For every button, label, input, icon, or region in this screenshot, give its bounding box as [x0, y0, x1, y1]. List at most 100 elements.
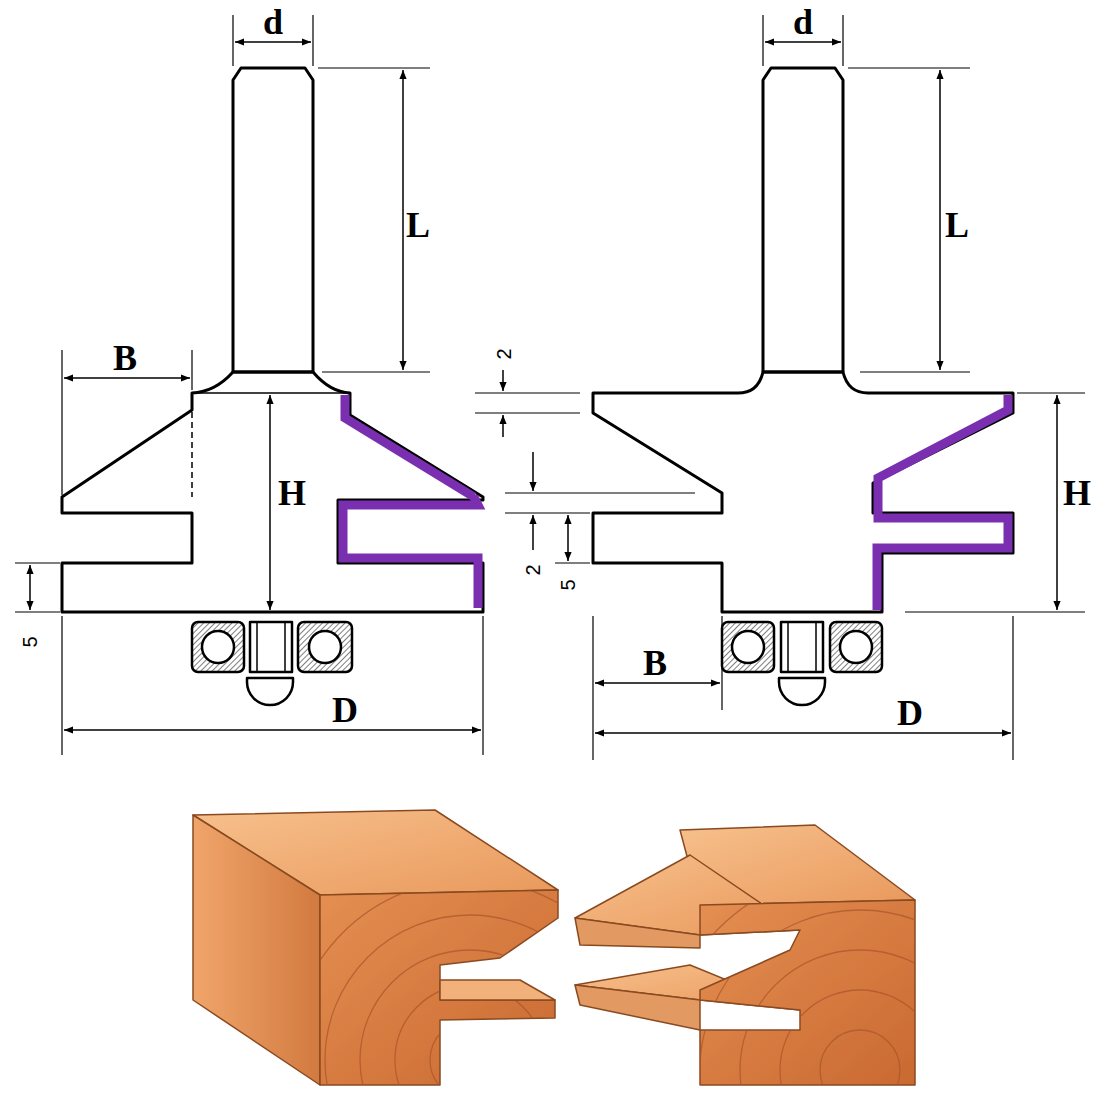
drawing-stroke	[532, 452, 534, 491]
drawing-stroke	[815, 622, 817, 672]
drawing-stroke	[505, 492, 695, 493]
drawing-stroke	[595, 732, 1011, 734]
dimension-symbol: B	[113, 340, 137, 376]
drawing-stroke	[848, 67, 970, 68]
shank	[763, 68, 843, 372]
drawing-stroke	[298, 622, 352, 672]
drawing-stroke	[192, 622, 244, 672]
drawing-stroke	[660, 870, 1060, 1098]
drawing-stroke	[781, 622, 823, 672]
drawing-stroke	[202, 631, 234, 663]
drawing-stroke	[732, 631, 764, 663]
left-wood-piece	[193, 810, 650, 1098]
drawing-stroke	[939, 70, 941, 370]
drawing-stroke	[721, 616, 722, 710]
dimension-symbol: d	[793, 4, 813, 40]
drawing-stroke	[440, 980, 555, 1000]
drawing-stroke	[763, 371, 843, 374]
drawing-stroke	[780, 990, 940, 1098]
drawing-stroke	[235, 41, 311, 43]
drawing-stroke	[191, 412, 193, 497]
drawing-stroke	[284, 622, 286, 672]
drawing-stroke	[860, 371, 970, 372]
drawing-stroke	[502, 415, 504, 437]
right-wood-piece	[575, 825, 1060, 1098]
drawing-stroke	[475, 392, 580, 393]
drawing-stroke	[61, 616, 62, 755]
end-grain	[700, 900, 915, 1085]
drawing-stroke	[309, 631, 341, 663]
drawing-stroke	[592, 616, 593, 760]
bearing	[192, 622, 352, 705]
drawing-stroke	[779, 678, 825, 705]
dimension-symbol: B	[643, 645, 667, 681]
drawing-stroke	[532, 515, 534, 550]
drawing-stroke	[840, 631, 872, 663]
grain	[660, 870, 1060, 1098]
drawing-stroke	[787, 622, 789, 672]
extension-lines	[15, 15, 1085, 760]
drawing-stroke	[482, 616, 483, 755]
drawing-stroke	[1012, 616, 1013, 760]
drawing-stroke	[830, 622, 882, 672]
drawing-stroke	[555, 562, 590, 563]
side-face	[193, 815, 320, 1085]
dimension-symbol: L	[945, 207, 969, 243]
drawing-stroke	[247, 678, 293, 705]
drawing-stroke	[395, 985, 545, 1098]
drawing-stroke	[765, 41, 841, 43]
drawing-stroke	[15, 611, 60, 612]
tongue-side	[575, 918, 700, 948]
drawing-stroke	[722, 622, 774, 672]
drawing-stroke	[250, 622, 292, 672]
drawing-stroke	[502, 370, 504, 391]
dimension-arrows	[30, 42, 1057, 733]
shank	[233, 68, 313, 372]
drawing-stroke	[233, 371, 313, 374]
drawing-stroke	[740, 950, 980, 1098]
drawing-stroke	[820, 1030, 900, 1098]
drawing-stroke	[1017, 392, 1085, 393]
drawing-stroke	[700, 910, 1020, 1098]
drawing-stroke	[762, 15, 763, 66]
drawing-stroke	[567, 515, 569, 561]
carbide-edge	[877, 395, 1008, 610]
dimension-symbol: D	[897, 695, 923, 731]
drawing-stroke	[475, 412, 580, 413]
dimension-value: 2	[494, 348, 514, 359]
dimension-symbol: H	[1063, 475, 1091, 511]
drawing-stroke	[402, 70, 404, 370]
end-grain	[320, 890, 558, 1085]
drawing-stroke	[505, 512, 590, 513]
dimension-value: 2	[523, 564, 543, 575]
drawing-stroke	[322, 371, 430, 372]
drawing-stroke	[191, 350, 192, 390]
left-router-bit	[62, 68, 483, 705]
drawing-stroke	[325, 915, 615, 1098]
dimension-value: 5	[20, 636, 40, 647]
drawing-stroke	[64, 729, 481, 731]
drawing-stroke	[61, 350, 62, 495]
drawing-stroke	[64, 377, 190, 379]
drawing-stroke	[15, 562, 60, 563]
drawing-stroke	[269, 395, 271, 610]
drawing-stroke	[575, 985, 700, 1030]
drawing-stroke	[1056, 395, 1058, 610]
dimension-symbol: D	[332, 692, 358, 728]
bearing	[722, 622, 882, 705]
drawing-stroke	[312, 15, 313, 66]
cutter-body	[593, 372, 1013, 612]
drawing-stroke	[360, 950, 580, 1098]
dimension-value: 5	[558, 579, 578, 590]
carbide-edge	[343, 395, 478, 608]
dimension-symbol: H	[278, 475, 306, 511]
drawing-stroke	[192, 392, 350, 394]
drawing-stroke	[595, 682, 720, 684]
right-router-bit	[593, 68, 1013, 705]
dimension-symbol: d	[263, 4, 283, 40]
drawing-stroke	[232, 15, 233, 66]
drawing-stroke	[430, 1020, 510, 1098]
drawing-stroke	[318, 67, 430, 68]
